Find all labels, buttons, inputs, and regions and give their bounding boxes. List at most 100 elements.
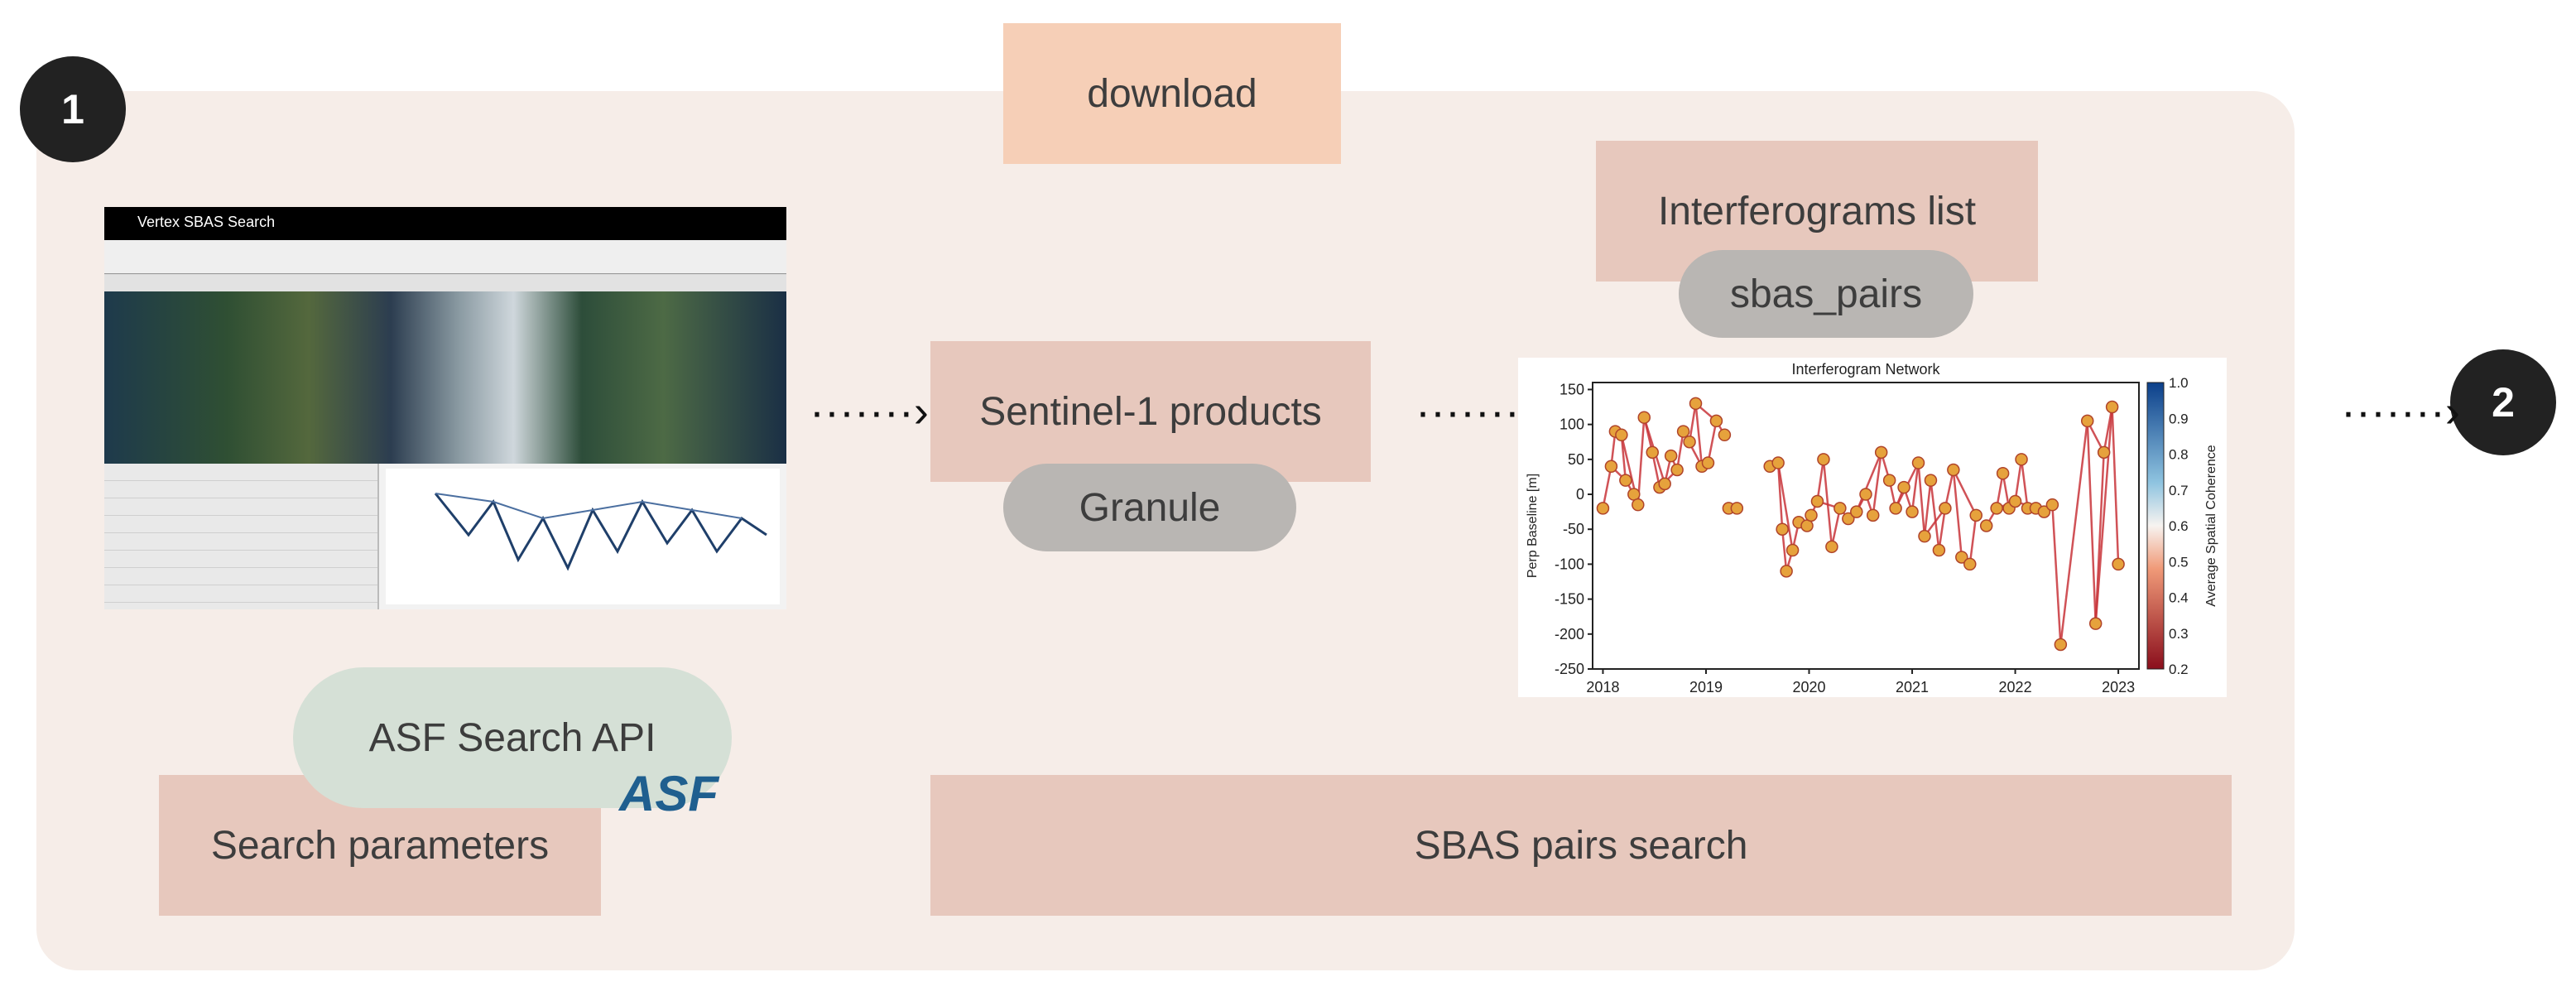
acquisition-point bbox=[1939, 502, 1952, 515]
acquisition-point bbox=[2054, 638, 2068, 652]
step-2-badge: 2 bbox=[2450, 349, 2556, 455]
acquisition-point bbox=[1850, 505, 1863, 518]
network-link bbox=[1952, 469, 1963, 558]
colorbar-tick-label: 0.4 bbox=[2169, 590, 2189, 606]
acquisition-point bbox=[1866, 508, 1880, 522]
x-tick-label: 2021 bbox=[1896, 679, 1929, 695]
y-tick-label: 50 bbox=[1568, 451, 1584, 468]
acquisition-point bbox=[1932, 543, 1946, 557]
acquisition-point bbox=[1670, 463, 1684, 477]
arrow-3: ·······› bbox=[2341, 387, 2460, 436]
network-link bbox=[1910, 462, 1920, 513]
acquisition-point bbox=[2105, 400, 2119, 414]
x-tick-label: 2018 bbox=[1586, 679, 1619, 695]
network-link bbox=[1694, 403, 1704, 467]
acquisition-point bbox=[1776, 522, 1789, 536]
acquisition-point bbox=[1627, 488, 1641, 501]
acquisition-point bbox=[1646, 445, 1659, 460]
acquisition-point bbox=[1990, 502, 2003, 515]
network-link bbox=[1872, 452, 1882, 516]
step-1-badge: 1 bbox=[20, 56, 126, 162]
acquisition-point bbox=[1596, 502, 1610, 515]
network-link bbox=[1968, 515, 1978, 565]
acquisition-point bbox=[1955, 551, 1968, 564]
acquisition-point bbox=[1810, 494, 1824, 508]
network-link bbox=[1923, 480, 1932, 537]
acquisition-point bbox=[1615, 428, 1628, 442]
x-tick-label: 2022 bbox=[1999, 679, 2032, 695]
network-link bbox=[1816, 459, 1825, 502]
plot-frame bbox=[1592, 382, 2140, 670]
asf-search-api-box: ASF Search API bbox=[293, 667, 732, 808]
network-link bbox=[2111, 407, 2120, 565]
acquisition-point bbox=[1780, 565, 1793, 578]
acquisition-point bbox=[1637, 411, 1651, 424]
chart-title: Interferogram Network bbox=[1791, 361, 1940, 378]
colorbar bbox=[2146, 382, 2165, 670]
network-link bbox=[1776, 462, 1784, 530]
colorbar-label: Average Spatial Coherence bbox=[2204, 445, 2218, 606]
network-link bbox=[1636, 417, 1646, 505]
sbas-pairs-pill: sbas_pairs bbox=[1679, 250, 1973, 338]
y-tick-label: -150 bbox=[1555, 591, 1584, 608]
sentinel-products-box: Sentinel-1 products bbox=[930, 341, 1371, 482]
acquisition-point bbox=[2088, 617, 2103, 630]
screenshot-title: Vertex SBAS Search bbox=[137, 214, 276, 230]
granule-pill: Granule bbox=[1003, 464, 1296, 551]
network-link bbox=[2051, 504, 2062, 645]
acquisition-point bbox=[1709, 414, 1723, 428]
y-tick-label: 150 bbox=[1560, 381, 1584, 397]
acquisition-point bbox=[1918, 529, 1931, 543]
network-link bbox=[2014, 459, 2023, 502]
y-tick-label: -50 bbox=[1563, 521, 1584, 537]
arrow-1: ·······› bbox=[810, 387, 929, 436]
acquisition-point bbox=[1658, 477, 1671, 491]
acquisition-point bbox=[1619, 474, 1632, 487]
asf-logo: ASF bbox=[619, 766, 718, 821]
x-tick-label: 2023 bbox=[2102, 679, 2135, 695]
acquisition-point bbox=[1924, 474, 1938, 487]
acquisition-point bbox=[2037, 505, 2051, 518]
colorbar-tick-label: 0.2 bbox=[2169, 662, 2189, 677]
acquisition-point bbox=[1842, 512, 1855, 526]
acquisition-point bbox=[1859, 488, 1872, 501]
network-link bbox=[1688, 403, 1697, 442]
acquisition-point bbox=[1897, 480, 1910, 494]
acquisition-point bbox=[1889, 502, 1902, 515]
acquisition-point bbox=[1911, 456, 1925, 469]
acquisition-point bbox=[2112, 557, 2125, 571]
acquisition-point bbox=[1805, 508, 1818, 522]
sbas-pairs-search-box: SBAS pairs search bbox=[930, 775, 2232, 916]
network-link bbox=[2094, 407, 2113, 624]
acquisition-point bbox=[2008, 494, 2022, 508]
network-link bbox=[1776, 462, 1794, 551]
screenshot-searchbar bbox=[104, 240, 786, 274]
acquisition-point bbox=[1689, 397, 1703, 411]
download-box: download bbox=[1003, 23, 1341, 164]
colorbar-tick-label: 0.8 bbox=[2169, 447, 2189, 463]
colorbar-tick-label: 0.9 bbox=[2169, 411, 2189, 426]
acquisition-point bbox=[1683, 435, 1696, 449]
network-link bbox=[1855, 451, 1882, 513]
screenshot-mini-network bbox=[386, 469, 780, 604]
y-axis-label: Perp Baseline [m] bbox=[1526, 474, 1540, 578]
network-link bbox=[2086, 421, 2097, 624]
acquisition-point bbox=[1771, 456, 1785, 469]
colorbar-tick-label: 0.7 bbox=[2169, 483, 2189, 498]
colorbar-tick-label: 0.3 bbox=[2169, 626, 2189, 642]
acquisition-point bbox=[1785, 543, 1800, 557]
colorbar-tick-label: 0.6 bbox=[2169, 518, 2189, 534]
arrow-2: ·······› bbox=[1415, 387, 1535, 436]
acquisition-point bbox=[2015, 453, 2028, 466]
network-link bbox=[1830, 508, 1842, 547]
acquisition-point bbox=[1632, 498, 1645, 512]
acquisition-point bbox=[1664, 449, 1678, 463]
y-tick-label: -100 bbox=[1555, 556, 1584, 572]
colorbar-tick-label: 1.0 bbox=[2169, 375, 2189, 391]
acquisition-point bbox=[1730, 502, 1744, 515]
network-link bbox=[1944, 469, 1955, 509]
acquisition-point bbox=[1996, 466, 2010, 480]
x-tick-label: 2019 bbox=[1689, 679, 1723, 695]
